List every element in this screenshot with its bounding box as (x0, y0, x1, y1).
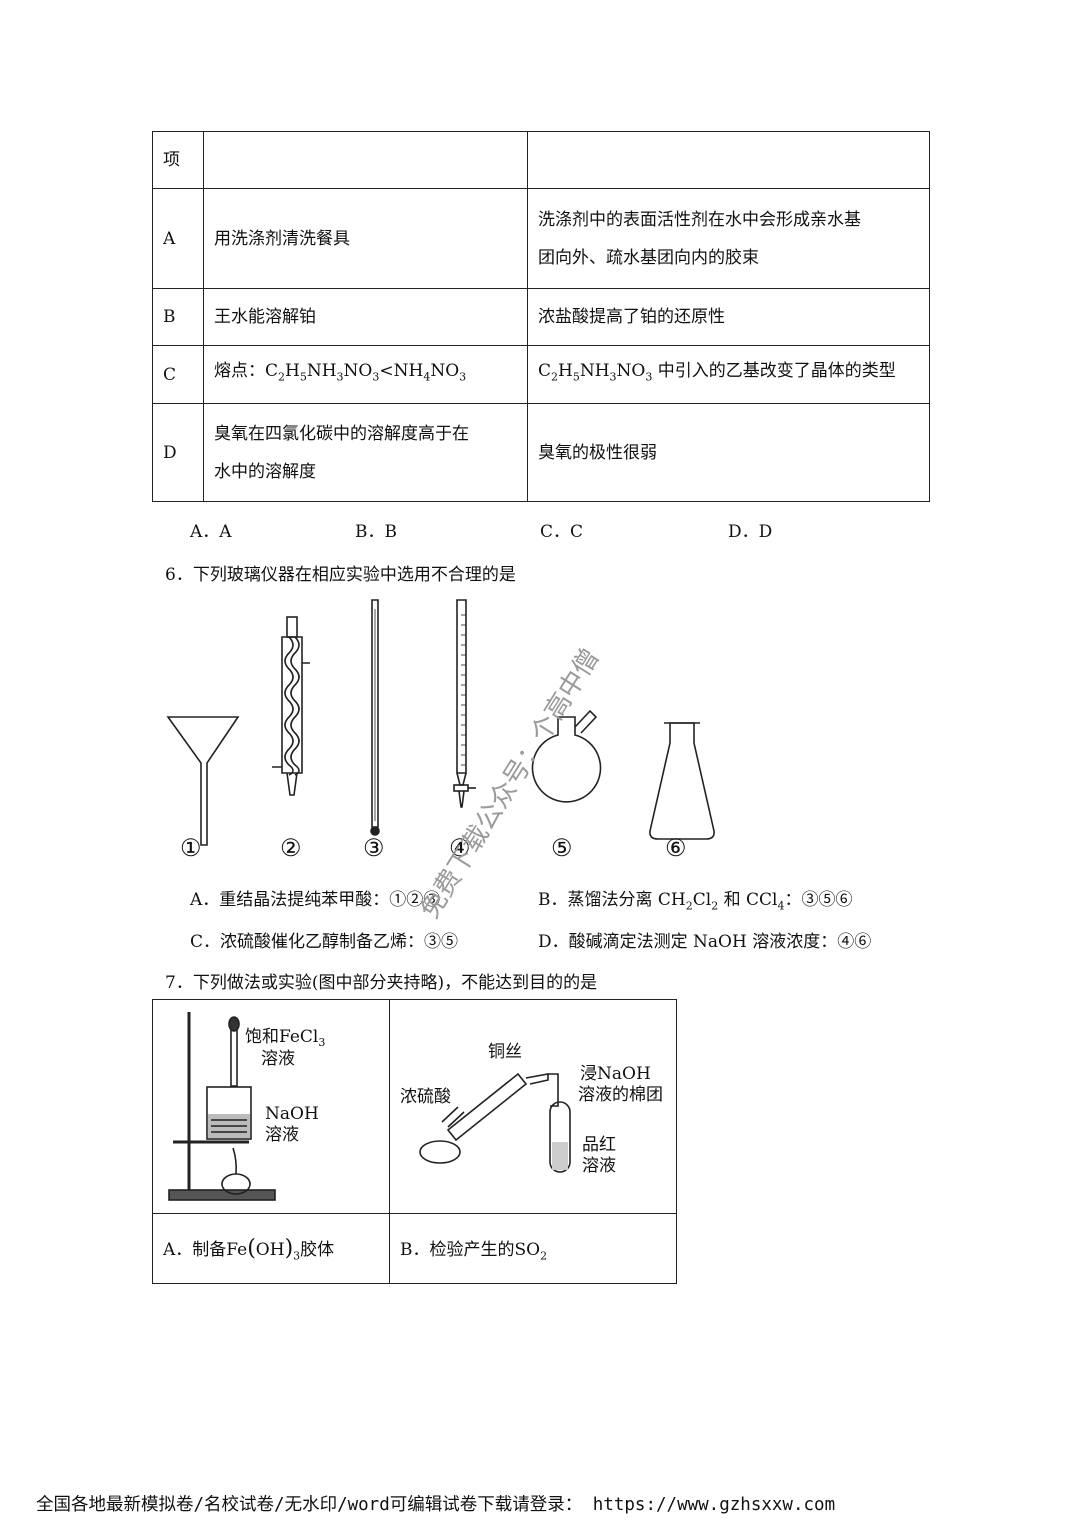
choice-d[interactable]: D．D (728, 522, 773, 542)
svg-text:溶液的棉团: 溶液的棉团 (578, 1085, 663, 1105)
label-5: ⑤ (551, 834, 573, 862)
choice-c[interactable]: C．C (540, 522, 584, 542)
label-6: ⑥ (665, 834, 687, 862)
svg-text:溶液: 溶液 (265, 1125, 299, 1145)
q7-option-a[interactable]: A．制备Fe(OH)3胶体 (152, 1213, 390, 1284)
svg-text:品红: 品红 (582, 1135, 616, 1155)
row-key: A (152, 188, 204, 289)
row-explanation: 浓盐酸提高了铂的还原性 (527, 288, 930, 346)
row-explanation: 洗涤剂中的表面活性剂在水中会形成亲水基团向外、疏水基团向内的胶束 (527, 188, 930, 289)
funnel-icon (166, 716, 240, 846)
table-row: C 熔点：C2H5NH3NO3<NH4NO3 C2H5NH3NO3 中引入的乙基… (152, 345, 930, 404)
row-key: D (152, 403, 204, 502)
q6-stem: 6．下列玻璃仪器在相应实验中选用不合理的是 (165, 565, 516, 585)
row-key: B (152, 288, 204, 346)
svg-text:溶液: 溶液 (582, 1156, 616, 1176)
row-explanation: 臭氧的极性很弱 (527, 403, 930, 502)
q6-option-d[interactable]: D．酸碱滴定法测定 NaOH 溶液浓度：④⑥ (538, 932, 872, 952)
footer-text: 全国各地最新模拟卷/名校试卷/无水印/word可编辑试卷下载请登录： https… (36, 1495, 836, 1515)
q6-option-b[interactable]: B．蒸馏法分离 CH2Cl2 和 CCl4：③⑤⑥ (538, 890, 853, 913)
svg-text:NaOH: NaOH (265, 1104, 319, 1124)
svg-text:饱和FeCl3: 饱和FeCl3 (245, 1027, 325, 1049)
round-bottom-flask-icon (531, 709, 602, 803)
choice-b[interactable]: B．B (355, 522, 397, 542)
condenser-icon (272, 616, 310, 796)
svg-text:浓硫酸: 浓硫酸 (400, 1087, 451, 1107)
q7-table: 饱和FeCl3 溶液 NaOH 溶液 铜丝 浓硫酸 浸NaOH (152, 999, 677, 1284)
burette-icon (453, 599, 476, 808)
row-phenomenon: 用洗涤剂清洗餐具 (203, 188, 528, 289)
row-key: C (152, 345, 204, 404)
table-header-cell: 项 (152, 131, 204, 189)
figure-a-cell: 饱和FeCl3 溶液 NaOH 溶液 (152, 999, 390, 1214)
svg-text:浸NaOH: 浸NaOH (580, 1064, 651, 1084)
table-row: B 王水能溶解铂 浓盐酸提高了铂的还原性 (152, 288, 930, 346)
thermometer-icon (370, 599, 380, 836)
table-header-cell (203, 131, 528, 189)
table-row: D 臭氧在四氯化碳中的溶解度高于在水中的溶解度 臭氧的极性很弱 (152, 403, 930, 502)
label-4: ④ (449, 834, 471, 862)
row-explanation: C2H5NH3NO3 中引入的乙基改变了晶体的类型 (527, 345, 930, 404)
label-2: ② (280, 834, 302, 862)
q6-option-c[interactable]: C．浓硫酸催化乙醇制备乙烯：③⑤ (190, 932, 459, 952)
svg-text:铜丝: 铜丝 (488, 1042, 522, 1062)
row-phenomenon: 王水能溶解铂 (203, 288, 528, 346)
figure-b-cell: 铜丝 浓硫酸 浸NaOH 溶液的棉团 品红 溶液 (389, 999, 677, 1214)
q7-option-b[interactable]: B．检验产生的SO2 (389, 1213, 677, 1284)
fecl3-apparatus-figure: 饱和FeCl3 溶液 NaOH 溶液 (168, 1012, 325, 1201)
svg-text:溶液: 溶液 (261, 1049, 295, 1069)
q7-stem: 7．下列做法或实验(图中部分夹持略)，不能达到目的的是 (165, 973, 598, 993)
q6-option-a[interactable]: A．重结晶法提纯苯甲酸：①②③ (190, 890, 441, 910)
label-1: ① (180, 834, 202, 862)
glassware-figure (166, 599, 715, 846)
q5-table: 项 A 用洗涤剂清洗餐具 洗涤剂中的表面活性剂在水中会形成亲水基团向外、疏水基团… (152, 131, 930, 502)
label-3: ③ (363, 834, 385, 862)
row-phenomenon: 熔点：C2H5NH3NO3<NH4NO3 (203, 345, 528, 404)
copper-sulfuric-apparatus-figure: 铜丝 浓硫酸 浸NaOH 溶液的棉团 品红 溶液 (400, 1042, 663, 1176)
choice-a[interactable]: A．A (190, 522, 232, 542)
table-row: A 用洗涤剂清洗餐具 洗涤剂中的表面活性剂在水中会形成亲水基团向外、疏水基团向内… (152, 188, 930, 289)
table-header-cell (527, 131, 930, 189)
row-phenomenon: 臭氧在四氯化碳中的溶解度高于在水中的溶解度 (203, 403, 528, 502)
conical-flask-icon (649, 722, 715, 840)
